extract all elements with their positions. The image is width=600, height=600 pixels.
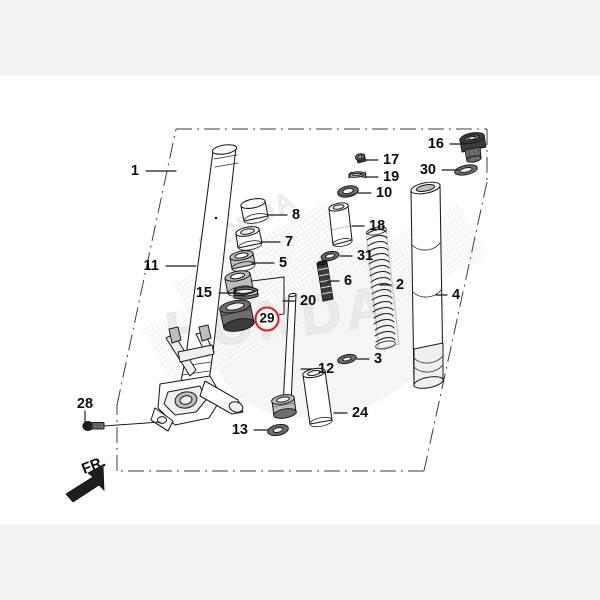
part-24-rebound-spring-guide (302, 367, 333, 428)
callout-30[interactable]: 30 (420, 162, 459, 178)
callout-17[interactable]: 17 (365, 152, 399, 168)
callout-15[interactable]: 15 (196, 285, 241, 301)
callout-label-7: 7 (285, 234, 293, 250)
callout-6[interactable]: 6 (327, 273, 352, 289)
callout-label-8: 8 (292, 207, 300, 223)
part-31-washer (320, 250, 340, 262)
fr-orientation-marker: FR. (65, 453, 108, 503)
callout-label-6: 6 (344, 273, 352, 289)
callout-label-13: 13 (232, 422, 248, 438)
part-2-fork-spring (365, 226, 400, 350)
callout-label-16: 16 (428, 136, 444, 152)
callout-label-20: 20 (300, 293, 316, 309)
part-30-o-ring (454, 164, 478, 176)
callout-8[interactable]: 8 (267, 207, 300, 223)
callout-label-28: 28 (77, 396, 93, 412)
diagram-frame (116, 128, 488, 472)
part-16-fork-bolt-cap (459, 132, 487, 163)
part-18-spring-collar (328, 202, 353, 248)
callout-label-24: 24 (352, 405, 368, 421)
callout-label-1: 1 (131, 163, 139, 179)
part-8-dust-seal (240, 198, 269, 224)
callout-label-30: 30 (420, 162, 436, 178)
callout-12[interactable]: 12 (300, 361, 334, 377)
part-12-damper-rod (271, 292, 297, 419)
part-7-back-up-ring (235, 226, 263, 251)
callout-label-10: 10 (376, 185, 392, 201)
part-29-oil-seal-highlighted (219, 299, 255, 332)
callout-10[interactable]: 10 (357, 185, 392, 201)
part-10-seal-washer (337, 185, 359, 198)
callout-label-15: 15 (196, 285, 212, 301)
small-parts-column (316, 153, 367, 302)
callout-7[interactable]: 7 (261, 234, 293, 250)
callout-label-19: 19 (383, 169, 399, 185)
callout-label-11: 11 (144, 258, 159, 274)
part-19-spring-joint (348, 171, 367, 179)
callout-label-18: 18 (369, 218, 385, 234)
part-11-fork-bottom-case (150, 144, 244, 432)
callout-3[interactable]: 3 (356, 351, 382, 367)
callout-label-29: 29 (259, 311, 274, 326)
callout-28[interactable]: 28 (77, 396, 93, 424)
part-17-lock-nut (354, 153, 367, 164)
callout-31[interactable]: 31 (339, 248, 373, 264)
part-5-oil-seal (229, 250, 256, 272)
highlight-ring-29 (254, 306, 280, 332)
callout-20[interactable]: 20 (282, 293, 316, 309)
seal-stack-group (219, 198, 285, 332)
callout-label-5: 5 (279, 255, 287, 271)
part-13-sealing-washer (267, 423, 289, 437)
part-28-flange-bolt (82, 420, 161, 431)
callout-label-12: 12 (318, 361, 334, 377)
callout-label-17: 17 (383, 152, 399, 168)
callout-label-2: 2 (396, 277, 404, 293)
callout-1[interactable]: 1 (131, 163, 177, 179)
part-3-washer-small (337, 353, 357, 365)
part-6-spring-seat-collar (316, 260, 334, 302)
callout-label-31: 31 (357, 248, 373, 264)
callout-19[interactable]: 19 (361, 169, 399, 185)
part-4-fork-pipe (410, 181, 444, 389)
callout-13[interactable]: 13 (232, 422, 269, 438)
callout-18[interactable]: 18 (351, 218, 385, 234)
callout-5[interactable]: 5 (251, 255, 287, 271)
callout-label-4: 4 (452, 287, 460, 303)
callout-label-3: 3 (374, 351, 382, 367)
callout-11[interactable]: 11 (144, 258, 197, 274)
callout-24[interactable]: 24 (333, 405, 368, 421)
callout-16[interactable]: 16 (428, 136, 467, 152)
callout-29[interactable]: 29 (254, 306, 280, 332)
callout-4[interactable]: 4 (435, 287, 460, 303)
callout-2[interactable]: 2 (379, 277, 404, 293)
